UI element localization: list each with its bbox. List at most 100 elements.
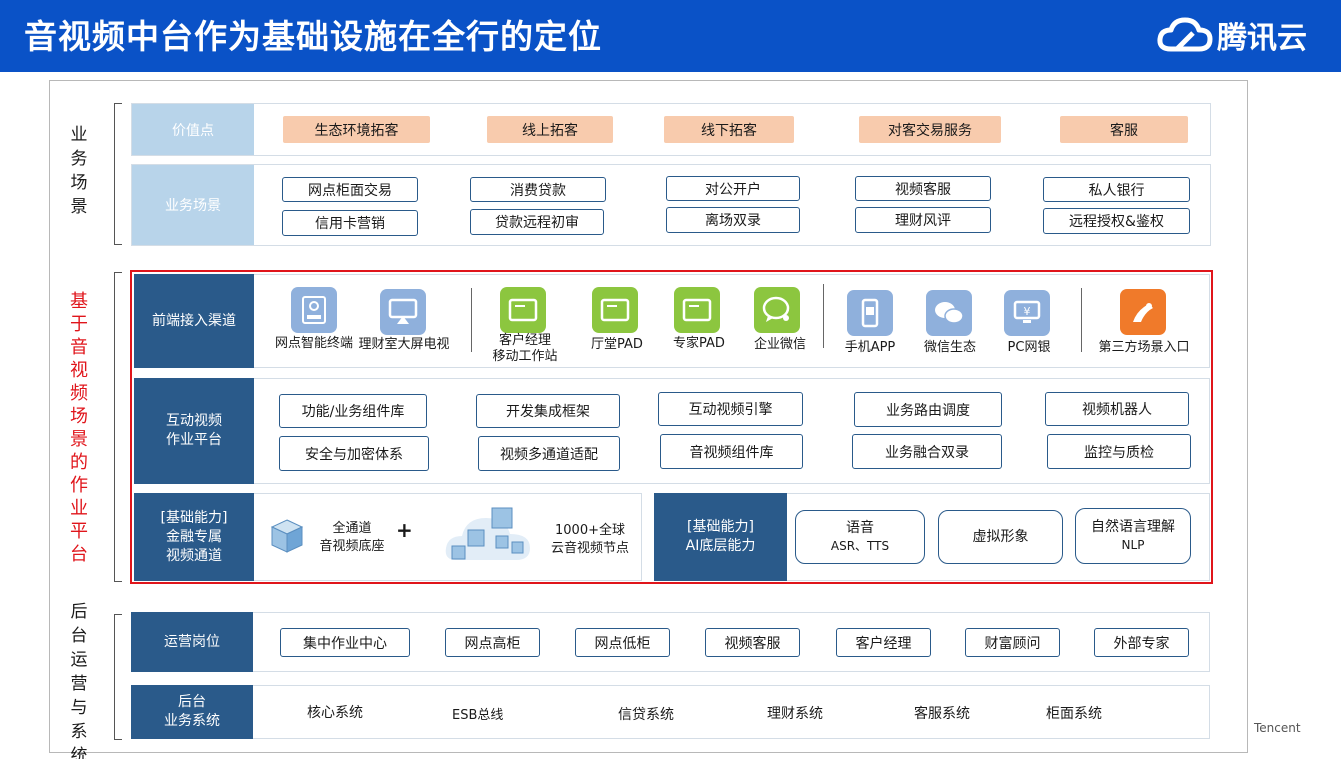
cloud-icon — [1157, 17, 1213, 52]
atm-terminal-icon — [291, 287, 337, 333]
scene-box: 对公开户 — [666, 176, 800, 201]
ai-capability-box: 虚拟形象 — [938, 510, 1063, 564]
platform-box: 业务路由调度 — [854, 392, 1002, 427]
ai-capability-sub: ASR、TTS — [830, 539, 890, 553]
ai-capability-box: 语音 ASR、TTS — [795, 510, 925, 564]
scene-box: 视频客服 — [855, 176, 991, 201]
frontend-label: 客户经理 移动工作站 — [492, 333, 558, 364]
backend-system: 柜面系统 — [1046, 706, 1102, 722]
frontend-label: 微信生态 — [923, 340, 976, 355]
platform-box: 安全与加密体系 — [279, 436, 429, 471]
backend-row — [131, 685, 1210, 739]
role-box: 外部专家 — [1094, 628, 1189, 657]
logo-text: 腾讯云 — [1217, 21, 1307, 56]
platform-box: 互动视频引擎 — [658, 392, 803, 426]
side-label-platform: 基 于 音 视 频 场 景 的 作 业 平 台 — [68, 290, 90, 566]
frontend-label: 厅堂PAD — [591, 337, 643, 352]
ai-capability-title: 自然语言理解 — [1091, 519, 1175, 535]
ai-capability-title: 语音 — [846, 520, 874, 536]
bracket-backend — [114, 614, 122, 740]
ai-capability-head: [基础能力] AI底层能力 — [654, 493, 787, 581]
side-label-business: 业 务 场 景 — [68, 123, 90, 219]
value-pill: 对客交易服务 — [859, 116, 1001, 143]
value-head: 价值点 — [132, 104, 254, 155]
scene-box: 网点柜面交易 — [282, 177, 418, 202]
value-pill: 线下拓客 — [664, 116, 794, 143]
ai-capability-box: 自然语言理解 NLP — [1075, 508, 1191, 564]
platform-box: 监控与质检 — [1047, 434, 1191, 469]
frontend-label: 网点智能终端 — [274, 336, 353, 351]
frontend-label: 专家PAD — [673, 336, 725, 351]
footer-brand: Tencent — [1254, 721, 1301, 735]
scene-box: 私人银行 — [1043, 177, 1190, 202]
page-title: 音视频中台作为基础设施在全行的定位 — [24, 17, 602, 56]
frontend-label: 理财室大屏电视 — [358, 337, 450, 352]
scene-box: 离场双录 — [666, 207, 800, 233]
wecom-icon — [754, 287, 800, 333]
cube-icon — [270, 518, 304, 554]
ai-capability-sub: NLP — [1121, 538, 1145, 552]
diagram-frame — [49, 80, 1248, 753]
nodes-text: 1000+全球 云音视频节点 — [550, 523, 629, 556]
mobile-app-icon — [847, 290, 893, 336]
tencent-cloud-logo: 腾讯云 — [1157, 12, 1307, 58]
scene-box: 信用卡营销 — [282, 210, 418, 236]
tablet-icon — [500, 287, 546, 333]
platform-box: 业务融合双录 — [852, 434, 1002, 469]
frontend-label: 企业微信 — [753, 337, 806, 352]
scene-box: 远程授权&鉴权 — [1043, 208, 1190, 234]
tablet-icon — [674, 287, 720, 333]
backend-system: 核心系统 — [307, 705, 363, 721]
side-label-backend: 后 台 运 营 与 系 统 — [68, 600, 90, 759]
basic-channel-head: [基础能力] 金融专属 视频通道 — [134, 493, 254, 581]
value-pill: 客服 — [1060, 116, 1188, 143]
bracket-platform — [114, 272, 122, 582]
tablet-icon — [592, 287, 638, 333]
value-pill: 生态环境拓客 — [283, 116, 430, 143]
scene-box: 理财风评 — [855, 207, 991, 233]
plus-sign: + — [396, 518, 413, 542]
cloud-nodes-icon — [442, 504, 534, 566]
pc-banking-icon: ¥ — [1004, 290, 1050, 336]
platform-box: 开发集成框架 — [476, 394, 620, 428]
value-pill: 线上拓客 — [487, 116, 613, 143]
role-box: 网点高柜 — [445, 628, 540, 657]
role-box: 视频客服 — [705, 628, 800, 657]
platform-box: 功能/业务组件库 — [279, 394, 427, 428]
third-party-icon — [1120, 289, 1166, 335]
channel-text: 全通道 音视频底座 — [319, 521, 385, 554]
backend-head: 后台 业务系统 — [131, 685, 253, 739]
scene-box: 消费贷款 — [470, 177, 606, 202]
scene-box: 贷款远程初审 — [470, 209, 604, 235]
scenes-head: 业务场景 — [132, 165, 254, 245]
role-box: 财富顾问 — [965, 628, 1060, 657]
separator — [471, 288, 472, 352]
role-box: 网点低柜 — [575, 628, 670, 657]
separator — [1081, 288, 1082, 352]
ai-capability-title: 虚拟形象 — [972, 529, 1029, 545]
side-label-business-text: 业 务 场 景 — [70, 125, 88, 217]
backend-system: 信贷系统 — [618, 707, 674, 723]
interactive-head: 互动视频 作业平台 — [134, 378, 254, 484]
platform-highlight-frame — [130, 270, 1213, 584]
frontend-head: 前端接入渠道 — [134, 274, 254, 368]
bracket-business — [114, 103, 122, 245]
frontend-label: 第三方场景入口 — [1098, 340, 1190, 355]
tv-screen-icon — [380, 289, 426, 335]
operations-head: 运营岗位 — [131, 612, 253, 672]
side-label-platform-text: 基 于 音 视 频 场 景 的 作 业 平 台 — [70, 291, 88, 565]
wechat-icon — [926, 290, 972, 336]
separator — [823, 284, 824, 348]
frontend-label: PC网银 — [1007, 340, 1051, 355]
role-box: 集中作业中心 — [280, 628, 410, 657]
backend-system: ESB总线 — [452, 708, 504, 723]
backend-system: 客服系统 — [914, 706, 970, 722]
side-label-backend-text: 后 台 运 营 与 系 统 — [70, 602, 88, 759]
header-bar: 音视频中台作为基础设施在全行的定位 腾讯云 — [0, 0, 1341, 72]
platform-box: 视频多通道适配 — [478, 436, 620, 471]
role-box: 客户经理 — [836, 628, 931, 657]
platform-box: 视频机器人 — [1045, 392, 1189, 426]
platform-box: 音视频组件库 — [660, 434, 803, 469]
svg-text:¥: ¥ — [1024, 305, 1031, 318]
backend-system: 理财系统 — [767, 706, 823, 722]
